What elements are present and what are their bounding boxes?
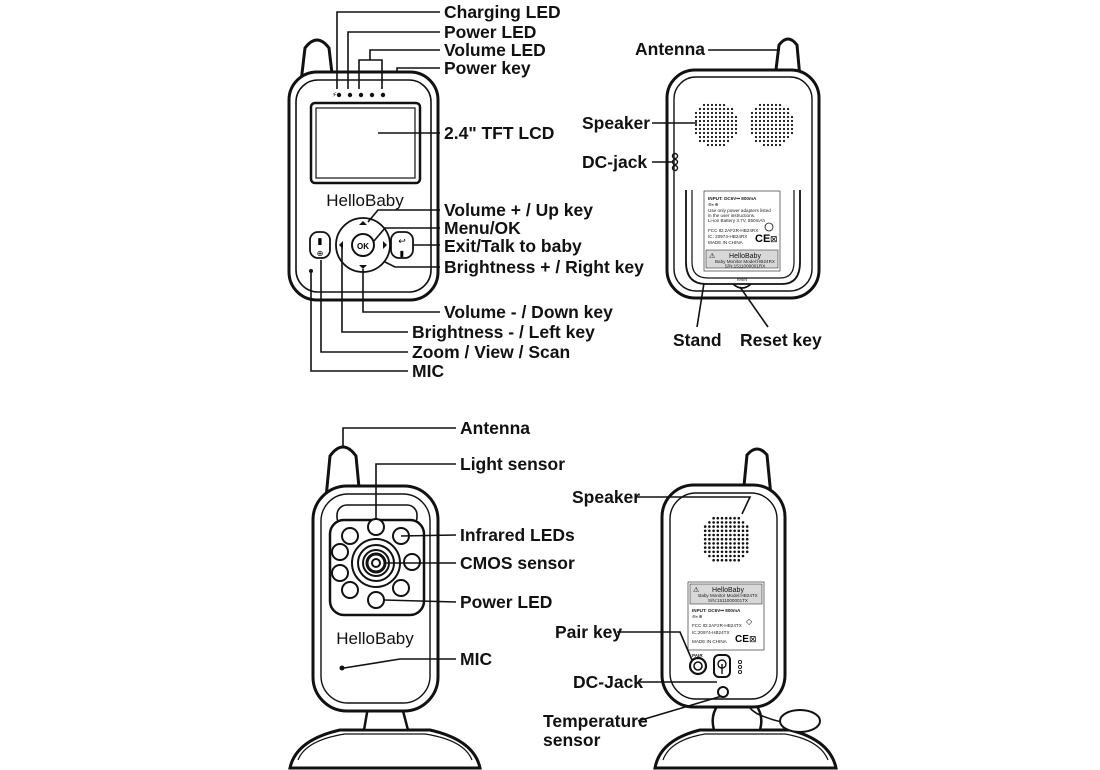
- label-lcd: 2.4" TFT LCD: [444, 123, 554, 143]
- ok-key-text: OK: [357, 242, 369, 251]
- label-pair-key: Pair key: [555, 622, 622, 642]
- label-brightness-left: Brightness - / Left key: [412, 322, 595, 342]
- label-temperature-sensor-1: Temperature: [543, 711, 648, 731]
- pair-key-button[interactable]: [688, 656, 708, 676]
- speaker-grill-right: [747, 100, 795, 148]
- cable-port: [717, 686, 729, 698]
- down-arrow-icon[interactable]: [359, 265, 367, 269]
- svg-text:FCC ID:2AF2R-HB24RX: FCC ID:2AF2R-HB24RX: [708, 228, 758, 233]
- label-infrared-leds: Infrared LEDs: [460, 525, 575, 545]
- label-stand: Stand: [673, 330, 722, 350]
- label-power-led: Power LED: [444, 22, 536, 42]
- svg-text:MADE IN CHINA: MADE IN CHINA: [708, 240, 744, 245]
- svg-text:S/N:1511000001TX: S/N:1511000001TX: [708, 598, 748, 603]
- label-volume-down: Volume - / Down key: [444, 302, 613, 322]
- label-exit-talk: Exit/Talk to baby: [444, 236, 582, 256]
- svg-text:S/N:1511000001RX: S/N:1511000001RX: [725, 264, 766, 269]
- parent-unit-front: ⚡ HelloBaby OK ▮ ⊕ ↩ ▮: [287, 2, 644, 381]
- infrared-leds: [331, 518, 421, 609]
- camera-bin-icon: ⊠: [749, 635, 757, 645]
- camera-back-base: [653, 728, 838, 770]
- zoom-view-scan-key[interactable]: [309, 231, 331, 259]
- certification-icon: [764, 222, 774, 232]
- label-antenna-camera: Antenna: [460, 418, 530, 438]
- right-arrow-icon[interactable]: [383, 241, 387, 249]
- label-power-led-camera: Power LED: [460, 592, 552, 612]
- svg-text:HelloBaby: HelloBaby: [712, 587, 744, 594]
- camera-warning-icon: ⚠: [693, 586, 700, 594]
- svg-text:Baby Monitor Model:HB24RX: Baby Monitor Model:HB24RX: [715, 259, 775, 264]
- speaker-grill-left: [691, 100, 739, 148]
- camera-brand: HelloBaby: [336, 629, 414, 648]
- reset-key[interactable]: [732, 283, 752, 289]
- label-mic-camera: MIC: [460, 649, 492, 669]
- camera-back-body-inner: [669, 492, 778, 700]
- label-antenna-back: Antenna: [635, 39, 705, 59]
- camera-front: HelloBaby Antenna Light sensor Infrared …: [288, 418, 575, 770]
- svg-text:INPUT: DC6V⎓ 800mA: INPUT: DC6V⎓ 800mA: [692, 608, 741, 613]
- menu-ok-button[interactable]: [351, 233, 375, 257]
- label-power-key: Power key: [444, 58, 531, 78]
- back-antenna-shape: [773, 37, 802, 80]
- label-speaker-camera: Speaker: [572, 487, 640, 507]
- camera-base: [288, 728, 482, 770]
- magnify-icon: ⊕: [317, 249, 324, 258]
- svg-text:in the user instructions.: in the user instructions.: [708, 213, 755, 218]
- svg-text:INPUT: DC6V⎓ 800mA: INPUT: DC6V⎓ 800mA: [708, 196, 757, 201]
- svg-text:Baby Monitor Model:HB24TX: Baby Monitor Model:HB24TX: [698, 593, 758, 598]
- svg-text:Li-ion Battery 3.7V, 850mAh: Li-ion Battery 3.7V, 850mAh: [708, 218, 765, 223]
- camera-mic-hole: [339, 665, 345, 671]
- label-dc-jack-camera: DC-Jack: [573, 672, 643, 692]
- parent-unit-back: INPUT: DC6V⎓ 800mA ⊖◐⊕ Use only power ad…: [582, 37, 822, 350]
- label-charging-led: Charging LED: [444, 2, 561, 22]
- label-reset-key: Reset key: [740, 330, 822, 350]
- up-arrow-icon[interactable]: [359, 221, 367, 225]
- dc-jack-port: [671, 152, 679, 172]
- camera-cert-icon: ◇: [746, 617, 753, 626]
- label-menu-ok: Menu/OK: [444, 218, 521, 238]
- temperature-sensor-probe: [779, 709, 821, 733]
- mic-hole: [309, 269, 313, 273]
- lcd-screen: [309, 101, 422, 185]
- camera-icon: ▮: [318, 237, 323, 247]
- ce-mark-icon: CE: [755, 233, 770, 245]
- warning-icon: ⚠: [709, 252, 716, 260]
- parent-brand: HelloBaby: [326, 191, 404, 210]
- bin-icon: ⊠: [770, 235, 778, 245]
- label-dc-jack-back: DC-jack: [582, 152, 647, 172]
- svg-text:reset: reset: [737, 277, 748, 282]
- label-volume-led: Volume LED: [444, 40, 546, 60]
- return-icon: ↩: [398, 237, 406, 247]
- power-led-circle: [367, 591, 385, 609]
- svg-text:IC: 20974-HB24RX: IC: 20974-HB24RX: [708, 234, 747, 239]
- svg-text:HelloBaby: HelloBaby: [729, 253, 761, 260]
- label-speaker-back: Speaker: [582, 113, 650, 133]
- svg-text:⊖◐⊕: ⊖◐⊕: [708, 202, 719, 207]
- label-mic: MIC: [412, 361, 444, 381]
- svg-text:⊖◐⊕: ⊖◐⊕: [692, 614, 703, 619]
- svg-text:IC:20974-HB24TX: IC:20974-HB24TX: [692, 630, 730, 635]
- camera-ce-mark-icon: CE: [735, 634, 749, 645]
- camera-back-neck: [711, 703, 763, 732]
- label-brightness-right: Brightness + / Right key: [444, 257, 644, 277]
- label-cmos-sensor: CMOS sensor: [460, 553, 575, 573]
- label-volume-up: Volume + / Up key: [444, 200, 593, 220]
- label-light-sensor: Light sensor: [460, 454, 565, 474]
- svg-text:PAIR: PAIR: [692, 653, 703, 658]
- svg-text:FCC ID:2AF2R-HB24TX: FCC ID:2AF2R-HB24TX: [692, 623, 742, 628]
- svg-text:Use only power adapters listed: Use only power adapters listed: [708, 208, 771, 213]
- svg-text:MADE IN CHINA: MADE IN CHINA: [692, 639, 728, 644]
- label-zoom-view-scan: Zoom / View / Scan: [412, 342, 570, 362]
- camera-back: ⚠ HelloBaby Baby Monitor Model:HB24TX S/…: [543, 447, 838, 770]
- microphone-icon: ▮: [400, 249, 404, 258]
- stand-outline: [685, 190, 801, 285]
- led-dots: [336, 92, 386, 98]
- label-temperature-sensor-2: sensor: [543, 730, 601, 750]
- charging-symbol: ⚡: [332, 91, 337, 99]
- light-sensor-circle: [367, 518, 385, 536]
